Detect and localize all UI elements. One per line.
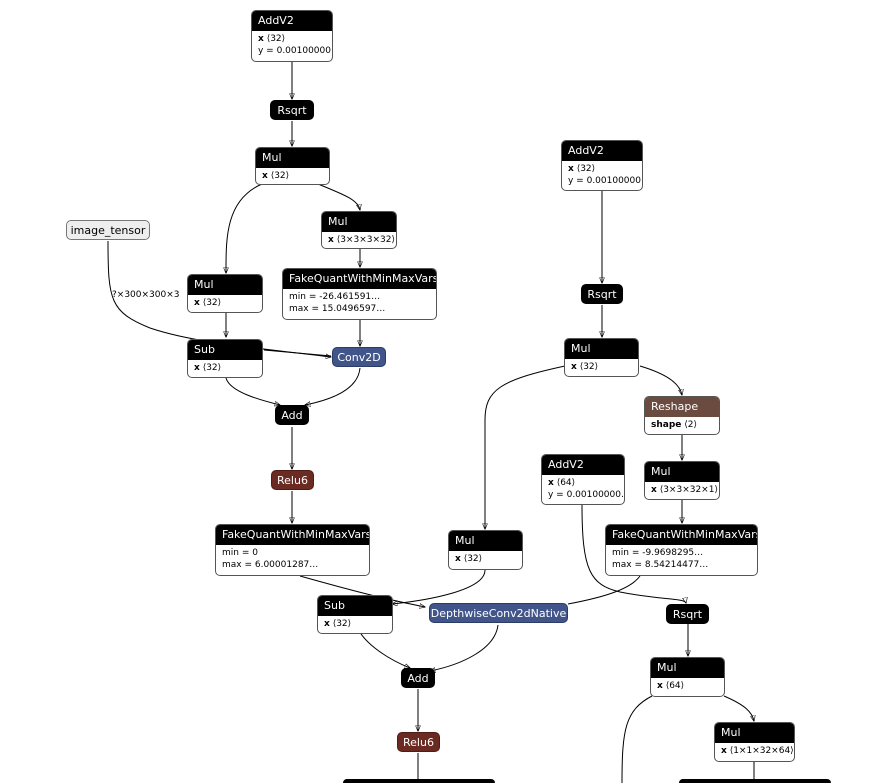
attr-row: max = 8.54214477… [612,560,709,570]
node-partial [679,779,831,783]
node-image-tensor[interactable]: image_tensor [66,220,150,240]
attr-name: x [657,681,663,691]
edge [430,624,499,671]
node-title: Reshape [645,397,719,417]
attr-value: ⟨64⟩ [556,478,576,488]
node-title: Sub [318,596,392,616]
node-title: FakeQuantWithMinMaxVars [283,269,436,289]
edge [225,377,280,405]
attr-value: ⟨32⟩ [202,298,222,308]
attr-name: shape [651,420,682,430]
attr-value: ⟨32⟩ [332,619,352,629]
node-title: Mul [449,531,522,551]
node-title: Mul [565,339,638,359]
node-addv2[interactable]: AddV2 x ⟨32⟩ y = 0.00100000… [561,140,643,191]
node-depthwise-conv2d[interactable]: DepthwiseConv2dNative [429,603,568,623]
attr-value: ⟨32⟩ [270,171,290,181]
attr-row: max = 6.00001287… [222,560,319,570]
edge [305,367,361,405]
attr-row: min = -9.9698295… [612,548,704,558]
edge [263,349,332,357]
node-mul-weights[interactable]: Mul x ⟨3×3×3×32⟩ [321,211,397,249]
attr-name: x [548,478,554,488]
edge [567,575,641,605]
node-reshape[interactable]: Reshape shape ⟨2⟩ [644,396,720,435]
edge [639,365,682,395]
node-add[interactable]: Add [275,405,309,425]
edge [392,569,486,604]
attr-value: ⟨3×3×3×32⟩ [336,235,395,245]
node-mul-weights[interactable]: Mul x ⟨1×1×32×64⟩ [714,722,795,762]
attr-row: min = -26.461591… [289,292,381,302]
node-title: FakeQuantWithMinMaxVars [606,525,757,545]
node-title: Mul [188,275,262,295]
node-sub[interactable]: Sub x ⟨32⟩ [187,339,263,378]
node-addv2[interactable]: AddV2 x ⟨32⟩ y = 0.00100000… [251,10,333,62]
node-fakequant[interactable]: FakeQuantWithMinMaxVars min = -9.9698295… [605,524,758,576]
attr-row: min = 0 [222,548,258,558]
edge [621,695,653,783]
attr-value: ⟨2⟩ [684,420,698,430]
attr-row: y = 0.00100000… [568,176,643,186]
node-title: Mul [715,723,794,743]
attr-value: ⟨3×3×32×1⟩ [659,485,718,495]
attr-row: y = 0.00100000… [548,490,625,500]
node-rsqrt[interactable]: Rsqrt [270,100,314,120]
attr-value: ⟨32⟩ [202,363,222,373]
node-title: AddV2 [562,141,642,161]
attr-row: max = 15.0496597… [289,304,386,314]
node-rsqrt[interactable]: Rsqrt [666,604,709,624]
node-rsqrt[interactable]: Rsqrt [581,284,623,304]
node-conv2d[interactable]: Conv2D [332,347,386,367]
node-mul[interactable]: Mul x ⟨32⟩ [448,530,523,570]
attr-name: x [571,362,577,372]
node-title: Mul [645,462,719,482]
node-fakequant[interactable]: FakeQuantWithMinMaxVars min = -26.461591… [282,268,437,320]
attr-name: x [194,363,200,373]
attr-name: x [258,34,264,44]
node-mul[interactable]: Mul x ⟨64⟩ [650,657,725,697]
node-mul[interactable]: Mul x ⟨32⟩ [255,147,330,185]
attr-name: x [568,164,574,174]
edge [226,183,263,273]
node-title: Mul [256,148,329,168]
node-mul[interactable]: Mul x ⟨32⟩ [564,338,639,377]
attr-row: y = 0.00100000… [258,46,333,56]
attr-name: x [262,171,268,181]
attr-value: ⟨32⟩ [576,164,596,174]
node-addv2[interactable]: AddV2 x ⟨64⟩ y = 0.00100000… [541,454,625,505]
node-title: Mul [322,212,396,232]
edge [723,695,754,721]
node-title: Mul [651,658,724,678]
attr-name: x [328,235,334,245]
node-title: AddV2 [252,11,332,31]
node-sub[interactable]: Sub x ⟨32⟩ [317,595,393,634]
node-title: Sub [188,340,262,360]
attr-name: x [194,298,200,308]
attr-name: x [455,554,461,564]
node-partial [343,779,495,783]
node-fakequant[interactable]: FakeQuantWithMinMaxVars min = 0 max = 6.… [215,524,370,576]
node-add[interactable]: Add [401,668,435,688]
attr-name: x [721,746,727,756]
node-title: AddV2 [542,455,624,475]
edge-label-image-shape: ?×300×300×3 [112,290,180,300]
node-title: FakeQuantWithMinMaxVars [216,525,369,545]
node-relu6[interactable]: Relu6 [271,470,314,490]
attr-value: ⟨32⟩ [266,34,286,44]
edge [317,183,360,210]
node-relu6[interactable]: Relu6 [397,732,440,752]
node-mul[interactable]: Mul x ⟨32⟩ [187,274,263,313]
attr-name: x [651,485,657,495]
attr-name: x [324,619,330,629]
attr-value: ⟨64⟩ [665,681,685,691]
attr-value: ⟨32⟩ [463,554,483,564]
attr-value: ⟨1×1×32×64⟩ [729,746,794,756]
node-mul-weights[interactable]: Mul x ⟨3×3×32×1⟩ [644,461,720,500]
attr-value: ⟨32⟩ [579,362,599,372]
